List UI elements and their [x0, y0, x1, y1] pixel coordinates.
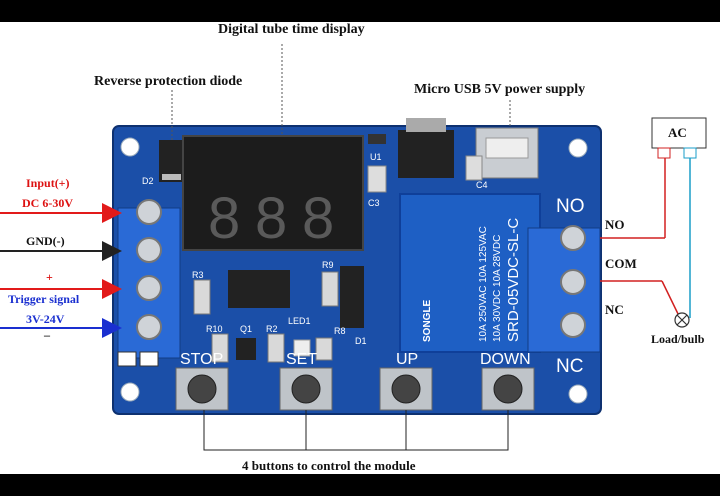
label-digital-tube: Digital tube time display — [218, 22, 365, 37]
label-trigger-range: 3V-24V — [26, 312, 65, 326]
silk-r10: R10 — [206, 324, 223, 334]
mount-hole — [568, 138, 588, 158]
display-digit: 8 — [208, 186, 240, 251]
label-input-plus: Input(+) — [26, 176, 70, 190]
stop-button[interactable] — [175, 367, 229, 411]
chip — [228, 270, 290, 308]
label-trigger: Trigger signal — [8, 292, 80, 306]
label-load: Load/bulb — [651, 332, 705, 346]
terminal-screw — [560, 269, 586, 295]
terminal-screw — [136, 314, 162, 340]
terminal-screw — [136, 275, 162, 301]
silk-c4: C4 — [476, 180, 488, 190]
silk-d1: D1 — [355, 336, 367, 346]
relay-line: 10A 250VAC 10A 125VAC — [478, 226, 489, 342]
label-dc-range: DC 6-30V — [22, 196, 73, 210]
silk-u1: U1 — [370, 152, 382, 162]
display-digit: 8 — [255, 186, 287, 251]
label-reverse-diode: Reverse protection diode — [94, 74, 243, 89]
silk-no: NO — [556, 196, 585, 217]
silk-c3: C3 — [368, 198, 380, 208]
terminal-screw — [560, 225, 586, 251]
bulb-icon — [674, 312, 690, 328]
terminal-screw — [136, 199, 162, 225]
digital-tube-display — [182, 135, 364, 251]
mount-hole — [120, 382, 140, 402]
terminal-screw — [560, 312, 586, 338]
label-com: COM — [605, 256, 637, 271]
silk-r9: R9 — [322, 260, 334, 270]
silk-d2: D2 — [142, 176, 154, 186]
set-button[interactable] — [279, 367, 333, 411]
label-micro-usb: Micro USB 5V power supply — [414, 82, 586, 97]
terminal-screw — [136, 237, 162, 263]
relay-brand: SONGLE — [422, 299, 433, 342]
mount-hole — [120, 137, 140, 157]
label-nc: NC — [605, 302, 624, 317]
ac-box — [651, 117, 707, 149]
silk-up: UP — [396, 351, 418, 368]
display-digit: 8 — [302, 186, 334, 251]
canvas: 8 8 8 NO NC STOP SET UP DOWN LED1 D2 D1 … — [0, 22, 720, 474]
label-ac: AC — [668, 125, 687, 140]
silk-down: DOWN — [480, 351, 531, 368]
silk-set: SET — [286, 351, 317, 368]
silk-led1: LED1 — [288, 316, 311, 326]
silk-nc: NC — [556, 356, 583, 377]
silk-r2: R2 — [266, 324, 278, 334]
label-buttons: 4 buttons to control the module — [242, 458, 416, 473]
up-button[interactable] — [379, 367, 433, 411]
label-plus: + — [46, 270, 53, 284]
mount-hole — [568, 384, 588, 404]
label-gnd: GND(-) — [26, 234, 65, 248]
label-minus: – — [44, 328, 50, 342]
relay-line: 10A 30VDC 10A 28VDC — [492, 235, 503, 342]
voltage-regulator — [398, 130, 454, 178]
relay — [399, 193, 541, 353]
silk-r8: R8 — [334, 326, 346, 336]
diode-d1 — [340, 266, 364, 328]
module-diagram: 8 8 8 NO NC STOP SET UP DOWN LED1 D2 D1 … — [0, 44, 707, 451]
relay-markings: SONGLE 10A 250VAC 10A 125VAC 10A 30VDC 1… — [422, 218, 522, 342]
silk-q1: Q1 — [240, 324, 252, 334]
silk-stop: STOP — [180, 351, 223, 368]
silk-r3: R3 — [192, 270, 204, 280]
relay-model: SRD-05VDC-SL-C — [505, 218, 522, 342]
label-no: NO — [605, 217, 625, 232]
down-button[interactable] — [481, 367, 535, 411]
led1 — [293, 339, 311, 357]
